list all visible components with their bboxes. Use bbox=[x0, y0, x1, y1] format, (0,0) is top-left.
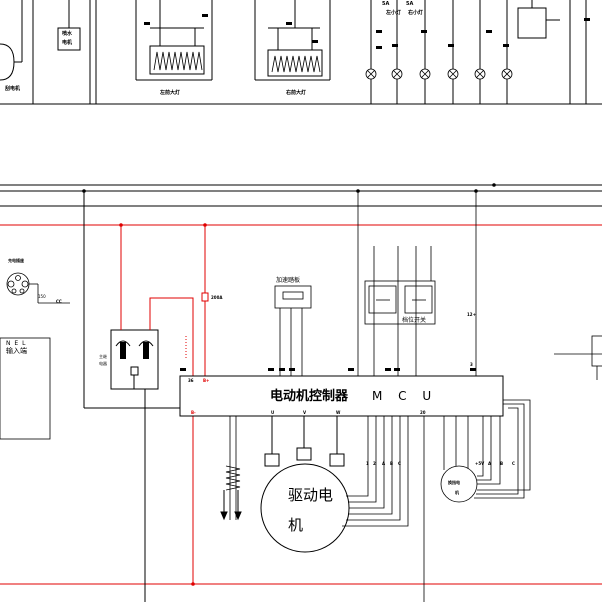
right-headlamp-label: 右前大灯 bbox=[285, 89, 306, 96]
right-headlamp-coil bbox=[271, 55, 321, 73]
left-small-lamp-label: 左小灯 bbox=[385, 9, 401, 16]
lamp-icon bbox=[419, 68, 431, 80]
lamp-icon bbox=[447, 68, 459, 80]
buses bbox=[0, 103, 602, 585]
lamp-icon bbox=[501, 68, 513, 80]
shift-motor-label-1: 换挡电 bbox=[448, 479, 460, 485]
drive-motor-label-2: 机 bbox=[288, 516, 303, 534]
left-headlamp-label: 左前大灯 bbox=[159, 89, 180, 96]
resolver-letters: 1 2 A B C bbox=[366, 461, 401, 466]
svg-text:2: 2 bbox=[373, 461, 376, 466]
phase-v-label: V bbox=[303, 410, 307, 415]
shift-motor-label-2: 机 bbox=[455, 489, 459, 495]
shift-letters: +5V A B C bbox=[475, 461, 515, 466]
accelerator-pedal-label: 加速踏板 bbox=[276, 276, 300, 284]
accelerator-pedal bbox=[274, 285, 312, 376]
mcu-title: 电动机控制器 bbox=[270, 388, 349, 404]
gear-switch bbox=[357, 191, 477, 376]
relay-label-1: 主继 bbox=[99, 353, 107, 359]
svg-text:B: B bbox=[500, 461, 503, 466]
lamp-icon bbox=[365, 68, 377, 80]
input-end-label: 输入端 bbox=[6, 346, 27, 355]
svg-text:C: C bbox=[398, 461, 401, 466]
lamp-icon bbox=[474, 68, 486, 80]
relay-label-2: 电器 bbox=[99, 360, 107, 366]
small-lamps bbox=[365, 68, 513, 80]
charger-port bbox=[0, 272, 70, 440]
mcu-pin-36: 36 bbox=[188, 378, 194, 383]
mcu-pin-markers bbox=[180, 368, 476, 371]
drive-motor bbox=[260, 416, 350, 553]
fuse-right-label: 5A bbox=[406, 1, 413, 7]
svg-text:B: B bbox=[390, 461, 393, 466]
phase-u-label: U bbox=[271, 410, 274, 415]
main-relay bbox=[83, 191, 194, 602]
svg-text:C: C bbox=[512, 461, 515, 466]
wiper-motor-symbol bbox=[0, 43, 15, 81]
fuse-200a bbox=[201, 225, 209, 376]
temp-sensor-coil bbox=[225, 465, 241, 491]
shift-motor bbox=[440, 399, 531, 503]
fuse-200a-label: 200A bbox=[211, 295, 223, 300]
right-small-lamp-label: 右小灯 bbox=[407, 9, 423, 16]
nel-label: N E L bbox=[6, 340, 26, 347]
wiper-motor-label: 刮电机 bbox=[5, 85, 20, 92]
top-section bbox=[0, 0, 587, 104]
gear-switch-label: 档位开关 bbox=[402, 316, 426, 324]
resolver-wires bbox=[229, 416, 425, 602]
mcu-pin-3: 3 bbox=[470, 362, 473, 367]
left-headlamp-coil bbox=[153, 51, 203, 71]
mcu-b-minus: B- bbox=[191, 410, 196, 415]
right-edge-component bbox=[554, 335, 602, 380]
fuse-left-label: 5A bbox=[382, 1, 389, 7]
sensor-arrows bbox=[220, 490, 242, 521]
phase-w-label: W bbox=[336, 410, 341, 415]
right-headlamp-box bbox=[267, 49, 323, 77]
mcu-box bbox=[179, 375, 504, 417]
left-headlamp-box bbox=[149, 45, 205, 75]
relay-box-top-right bbox=[517, 7, 547, 39]
pump-label-2: 电机 bbox=[62, 39, 72, 46]
cc-pin-label: 150 bbox=[38, 294, 46, 299]
svg-text:+5V: +5V bbox=[475, 461, 485, 466]
mcu-code: M C U bbox=[372, 389, 437, 403]
lamp-icon bbox=[391, 68, 403, 80]
mcu-b-plus: B+ bbox=[203, 378, 209, 383]
svg-text:1: 1 bbox=[366, 461, 369, 466]
svg-text:A: A bbox=[382, 461, 386, 466]
cc-label: CC bbox=[56, 299, 62, 304]
pump-label-1: 喷水 bbox=[62, 30, 73, 37]
drive-motor-label-1: 驱动电 bbox=[288, 486, 333, 504]
pin-markers-top bbox=[144, 14, 590, 49]
gear-pin-label: 12+ bbox=[467, 312, 476, 317]
svg-text:A: A bbox=[488, 461, 492, 466]
charger-port-label: 充电插座 bbox=[8, 257, 24, 263]
mcu-pin-20: 20 bbox=[420, 410, 426, 415]
